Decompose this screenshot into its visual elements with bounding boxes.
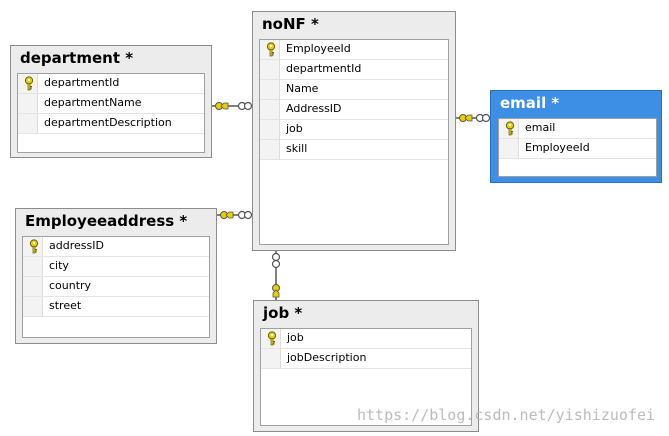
column-row[interactable]: jobDescription: [261, 349, 471, 369]
table-title-email: email *: [500, 94, 560, 112]
row-selector: [23, 277, 43, 296]
column-row[interactable]: EmployeeId: [499, 139, 656, 159]
row-selector: [18, 94, 38, 113]
column-row[interactable]: job: [261, 329, 471, 349]
primary-key-icon: [266, 42, 276, 57]
relationship-employeeaddress-nonf[interactable]: [217, 210, 253, 220]
table-title-department: department *: [20, 49, 134, 67]
column-row[interactable]: city: [23, 257, 209, 277]
table-email[interactable]: email * email EmployeeId: [490, 90, 662, 183]
row-selector: [260, 80, 280, 99]
column-name: skill: [286, 142, 308, 155]
row-selector: [260, 40, 280, 59]
row-selector: [260, 60, 280, 79]
table-nonf[interactable]: noNF * EmployeeId departmentId Name: [252, 11, 456, 251]
relationship-nonf-email[interactable]: [456, 113, 491, 123]
column-row[interactable]: street: [23, 297, 209, 317]
column-row[interactable]: AddressID: [260, 100, 448, 120]
row-selector: [499, 139, 519, 158]
primary-key-icon: [505, 121, 515, 136]
row-selector: [499, 119, 519, 138]
column-row[interactable]: departmentId: [260, 60, 448, 80]
column-row[interactable]: job: [260, 120, 448, 140]
column-row[interactable]: departmentId: [18, 74, 204, 94]
table-title-job: job *: [263, 304, 303, 322]
column-name: city: [49, 259, 69, 272]
row-selector: [260, 100, 280, 119]
column-row[interactable]: EmployeeId: [260, 40, 448, 60]
column-name: departmentId: [286, 62, 362, 75]
column-name: EmployeeId: [525, 141, 590, 154]
table-title-nonf: noNF *: [262, 15, 319, 33]
column-grid-employeeaddress: addressID city country street: [22, 236, 210, 338]
column-row[interactable]: country: [23, 277, 209, 297]
row-selector: [23, 257, 43, 276]
column-name: Name: [286, 82, 319, 95]
row-selector: [261, 349, 281, 368]
column-grid-job: job jobDescription: [260, 328, 472, 426]
column-row[interactable]: departmentDescription: [18, 114, 204, 134]
primary-key-icon: [29, 239, 39, 254]
row-selector: [260, 120, 280, 139]
column-grid-department: departmentId departmentName departmentDe…: [17, 73, 205, 153]
column-name: street: [49, 299, 82, 312]
column-row[interactable]: addressID: [23, 237, 209, 257]
column-grid-nonf: EmployeeId departmentId Name AddressID j…: [259, 39, 449, 245]
column-name: departmentDescription: [44, 116, 172, 129]
primary-key-icon: [267, 331, 277, 346]
watermark-text: https://blog.csdn.net/yishizuofei: [356, 406, 655, 424]
row-selector: [260, 140, 280, 159]
relationship-department-nonf[interactable]: [212, 101, 253, 111]
column-name: AddressID: [286, 102, 342, 115]
column-name: job: [287, 331, 304, 344]
column-row[interactable]: departmentName: [18, 94, 204, 114]
column-name: addressID: [49, 239, 104, 252]
column-name: country: [49, 279, 92, 292]
column-name: departmentName: [44, 96, 142, 109]
table-job[interactable]: job * job jobDescription: [253, 300, 479, 432]
column-row[interactable]: Name: [260, 80, 448, 100]
column-name: EmployeeId: [286, 42, 351, 55]
relationship-nonf-job[interactable]: [271, 251, 281, 300]
column-name: email: [525, 121, 556, 134]
column-grid-email: email EmployeeId: [498, 118, 657, 177]
column-name: departmentId: [44, 76, 120, 89]
row-selector: [18, 114, 38, 133]
row-selector: [23, 237, 43, 256]
table-employeeaddress[interactable]: Employeeaddress * addressID city country: [15, 208, 217, 344]
table-title-employeeaddress: Employeeaddress *: [25, 212, 188, 230]
column-name: job: [286, 122, 303, 135]
row-selector: [18, 74, 38, 93]
table-department[interactable]: department * departmentId departmentName…: [10, 45, 212, 158]
column-row[interactable]: skill: [260, 140, 448, 160]
column-row[interactable]: email: [499, 119, 656, 139]
primary-key-icon: [24, 76, 34, 91]
row-selector: [261, 329, 281, 348]
column-name: jobDescription: [287, 351, 367, 364]
row-selector: [23, 297, 43, 316]
